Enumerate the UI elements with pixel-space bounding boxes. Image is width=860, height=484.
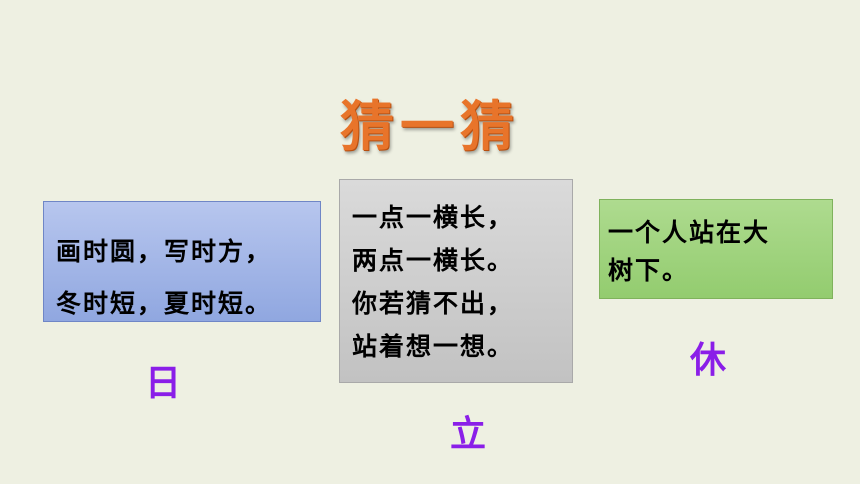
riddle-line: 冬时短，夏时短。	[56, 289, 273, 318]
riddle-card-1: 画时圆，写时方， 冬时短，夏时短。	[43, 201, 321, 322]
riddle-line: 树下。	[608, 256, 690, 285]
riddle-line: 你若猜不出，	[352, 289, 515, 318]
riddle-line: 一个人站在大	[608, 218, 771, 247]
riddle-line: 站着想一想。	[352, 332, 515, 361]
riddle-answer-2: 立	[450, 414, 487, 455]
riddle-line: 两点一横长。	[352, 246, 515, 275]
riddle-card-3: 一个人站在大 树下。	[599, 199, 833, 299]
riddle-line: 画时圆，写时方，	[56, 237, 273, 266]
riddle-answer-3: 休	[690, 340, 727, 381]
riddle-card-2: 一点一横长， 两点一横长。 你若猜不出， 站着想一想。	[339, 179, 573, 383]
page-title: 猜一猜	[340, 95, 520, 158]
riddle-answer-1: 日	[145, 363, 182, 404]
riddle-line: 一点一横长，	[352, 203, 515, 232]
